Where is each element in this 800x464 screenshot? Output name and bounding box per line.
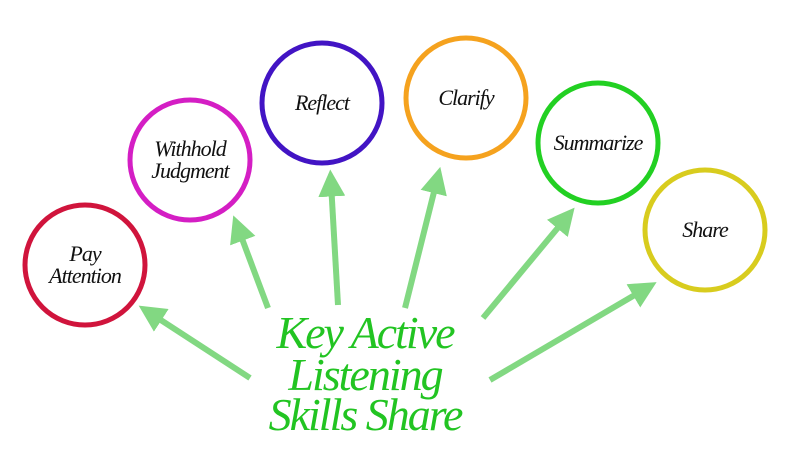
skill-label: Withhold xyxy=(154,136,227,161)
skill-node-4: Clarify xyxy=(403,35,529,161)
skill-label: Attention xyxy=(47,263,122,288)
skill-circle xyxy=(403,35,529,161)
skill-node-5: Summarize xyxy=(535,80,661,206)
skill-node-3: Reflect xyxy=(259,40,385,166)
arrow-2 xyxy=(230,215,271,310)
skill-circle xyxy=(535,80,661,206)
skill-circle xyxy=(642,167,768,293)
arrow-3 xyxy=(318,169,346,306)
skill-label: Summarize xyxy=(554,130,644,155)
skill-label: Clarify xyxy=(438,85,495,110)
title-line-3: Skills Share xyxy=(269,389,463,440)
skill-node-6: Share xyxy=(642,167,768,293)
skill-label: Share xyxy=(682,217,729,242)
skill-circle xyxy=(259,40,385,166)
arrow-6 xyxy=(488,282,657,383)
title-line-2: Listening xyxy=(287,349,442,400)
arrow-4 xyxy=(402,166,447,309)
skill-label: Judgment xyxy=(151,158,230,183)
skill-circle xyxy=(127,97,253,223)
arrow-5 xyxy=(480,207,575,320)
skill-label: Pay xyxy=(68,241,101,266)
skill-circle xyxy=(22,202,148,328)
title-line-1: Key Active xyxy=(275,307,455,358)
arrow-1 xyxy=(138,305,252,381)
skill-label: Reflect xyxy=(294,90,351,115)
